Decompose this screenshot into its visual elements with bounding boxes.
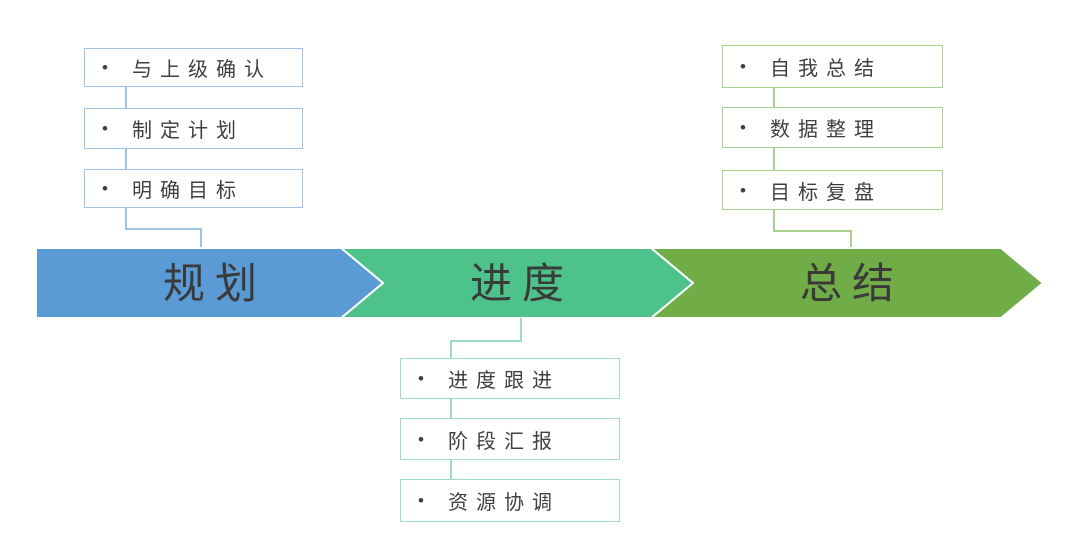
planning-task-label-2: 制定计划 <box>131 120 244 142</box>
bullet-icon: • <box>740 180 746 200</box>
connector-line <box>773 210 775 232</box>
progress-task-box-3: • 资源协调 <box>400 479 620 522</box>
bullet-icon: • <box>418 429 424 449</box>
chevron-planning-label: 规划 <box>163 260 267 307</box>
progress-task-label-2: 阶段汇报 <box>447 430 560 453</box>
planning-task-box-3: • 明确目标 <box>84 169 303 208</box>
progress-task-box-1: • 进度跟进 <box>400 358 620 399</box>
chevron-process-strip: 规划 进度 总结 <box>35 247 1044 319</box>
connector-line <box>520 318 522 342</box>
planning-task-label-3: 明确目标 <box>131 180 244 202</box>
chevron-progress-label: 进度 <box>470 260 574 307</box>
summary-task-label-1: 自我总结 <box>769 58 882 80</box>
connector-line <box>125 149 127 170</box>
bullet-icon: • <box>102 119 108 138</box>
chevron-summary-label: 总结 <box>800 260 904 307</box>
connector-line <box>773 88 775 107</box>
planning-task-label-1: 与上级确认 <box>131 59 272 81</box>
summary-task-label-2: 数据整理 <box>769 119 882 141</box>
bullet-icon: • <box>418 491 424 510</box>
progress-task-box-2: • 阶段汇报 <box>400 418 620 460</box>
connector-line <box>850 230 852 248</box>
summary-task-box-2: • 数据整理 <box>722 107 943 148</box>
connector-line <box>450 340 452 358</box>
connector-line <box>450 460 452 479</box>
bullet-icon: • <box>740 118 746 137</box>
bullet-icon: • <box>418 369 424 388</box>
summary-task-label-3: 目标复盘 <box>769 181 882 204</box>
summary-task-box-3: • 目标复盘 <box>722 170 943 210</box>
bullet-icon: • <box>740 57 746 76</box>
connector-line <box>125 208 127 230</box>
summary-task-box-1: • 自我总结 <box>722 45 943 88</box>
connector-line <box>125 228 202 230</box>
progress-task-label-3: 资源协调 <box>447 492 560 514</box>
connector-line <box>450 399 452 418</box>
connector-line <box>200 228 202 248</box>
bullet-icon: • <box>102 58 108 77</box>
connector-line <box>773 148 775 170</box>
planning-task-box-1: • 与上级确认 <box>84 48 303 87</box>
chevron-planning-shape <box>35 247 384 319</box>
connector-line <box>125 87 127 109</box>
progress-task-label-1: 进度跟进 <box>447 370 560 392</box>
connector-line <box>773 230 852 232</box>
connector-line <box>450 340 522 342</box>
planning-task-box-2: • 制定计划 <box>84 108 303 149</box>
bullet-icon: • <box>102 179 108 198</box>
